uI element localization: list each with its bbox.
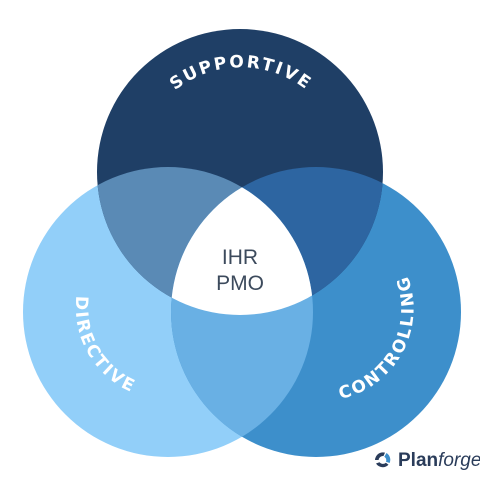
overlap-center <box>171 167 313 315</box>
brand-name: Planforge <box>398 449 480 471</box>
brand-logo: Planforge <box>372 450 480 470</box>
planforge-logo-icon <box>375 452 391 468</box>
center-label-line2: PMO <box>216 272 264 295</box>
center-label-line1: IHR <box>222 246 258 269</box>
